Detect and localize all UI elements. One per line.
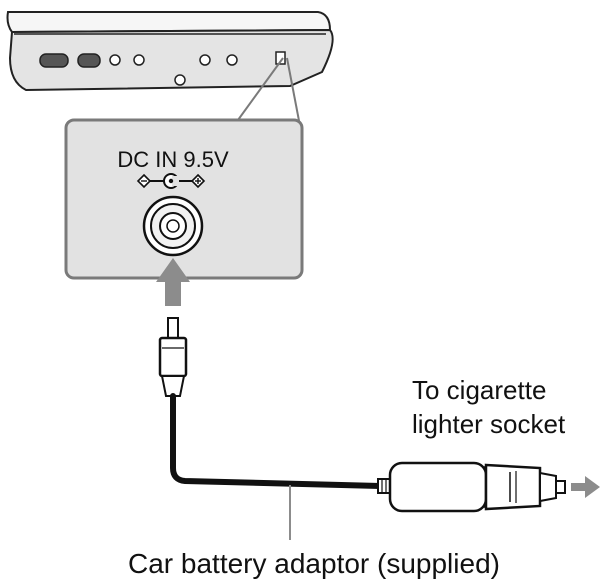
foot-icon [174, 74, 186, 86]
jack-4-icon [226, 54, 238, 66]
dvd-player-lid [6, 11, 332, 34]
center-positive-icon [136, 173, 206, 189]
jack-3-icon [199, 54, 211, 66]
dc-in-port-icon [275, 51, 286, 65]
dvd-player-body [8, 28, 334, 92]
adaptor-cable [170, 393, 383, 489]
dvd-player [6, 11, 334, 92]
dc-in-jack-icon [142, 195, 204, 257]
dc-plug [158, 317, 188, 397]
adaptor-body [388, 461, 488, 513]
callout-zoom: DC IN 9.5V [64, 57, 304, 280]
insert-arrow-icon [156, 258, 190, 306]
adaptor-label: Car battery adaptor (supplied) [128, 548, 500, 579]
jack-1-icon [109, 54, 121, 66]
car-battery-adaptor [377, 461, 566, 513]
power-switch [39, 53, 69, 68]
cigarette-label-line-1: To cigarette [412, 375, 546, 405]
dc-in-label: DC IN 9.5V [117, 147, 229, 172]
to-socket-arrow-icon [571, 476, 600, 498]
cigarette-label-line-2: lighter socket [412, 409, 566, 439]
mode-switch [77, 53, 101, 68]
jack-2-icon [133, 54, 145, 66]
